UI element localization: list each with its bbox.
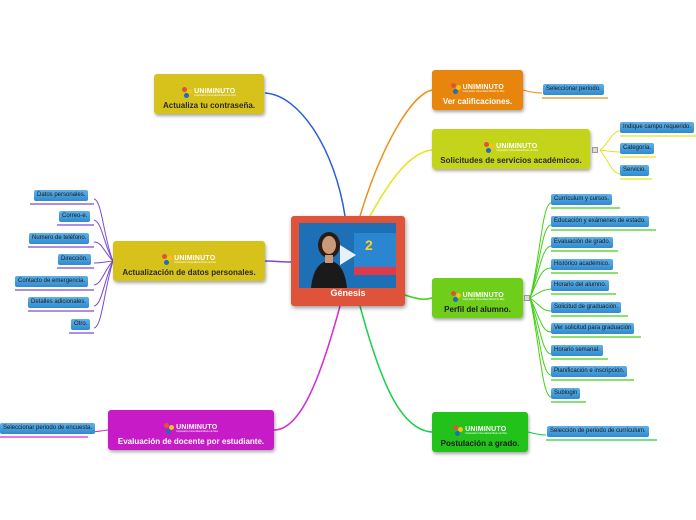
connector-password	[264, 92, 346, 217]
leaf-servicio[interactable]: Servicio.	[620, 165, 650, 176]
connector-eval	[273, 305, 341, 431]
leaf-historico-academico[interactable]: Histórico académico.	[551, 259, 613, 270]
logo-mark-icon	[164, 423, 175, 434]
connector-grades	[359, 89, 433, 217]
connector-degree	[359, 305, 433, 433]
play-icon[interactable]	[340, 245, 356, 265]
connector-personal	[264, 260, 292, 263]
branch-label: Evaluación de docente por estudiante.	[117, 437, 265, 446]
leaf-horario-semanal[interactable]: Horario semanal.	[551, 345, 603, 356]
leaf-horario-alumno[interactable]: Horario del alumno.	[551, 280, 610, 291]
collapse-toggle-profile[interactable]	[524, 295, 530, 301]
leaf-telefono[interactable]: Numero de teléfono.	[29, 233, 90, 244]
video-thumbnail[interactable]: 2	[299, 223, 396, 288]
root-node[interactable]: 2 Génesis	[291, 216, 405, 306]
leaf-contacto-emergencia[interactable]: Contacto de emergencia.	[15, 276, 89, 287]
branch-label: Solicitudes de servicios académicos.	[440, 156, 582, 165]
leaf-educacion-examenes[interactable]: Educación y exámenes de estado.	[551, 216, 649, 227]
leaf-seleccionar-periodo[interactable]: Seleccionar periodo.	[543, 84, 604, 95]
branch-label: Postulación a grado.	[440, 439, 520, 448]
connector-requests	[369, 149, 433, 217]
logo-mark-icon	[450, 291, 461, 302]
leaf-categoria[interactable]: Categoría.	[620, 143, 655, 154]
logo-mark-icon	[162, 254, 173, 265]
leaf-curriculum-cursos[interactable]: Currículum y cursos.	[551, 194, 613, 205]
leaf-correo[interactable]: Correo-e.	[59, 211, 91, 222]
leaf-periodo-curriculum[interactable]: Selección de periodo de currículum.	[547, 426, 649, 437]
branch-label: Actualiza tu contraseña.	[162, 101, 256, 110]
logo-mark-icon	[450, 83, 461, 94]
branch-label: Actualización de datos personales.	[122, 268, 256, 277]
leaf-direccion[interactable]: Dirección.	[58, 254, 91, 265]
leaf-sublogin[interactable]: Sublogin	[551, 388, 581, 399]
leaf-periodo-encuesta[interactable]: Seleccionar periodo de encuesta.	[0, 423, 96, 434]
leaf-ver-solicitud-graduacion[interactable]: Ver solicitud para graduación	[551, 323, 635, 334]
leaf-solicitud-graduacion[interactable]: Solicitud de graduación.	[551, 302, 622, 313]
root-title: Génesis	[330, 288, 366, 298]
collapse-toggle-requests[interactable]	[592, 147, 598, 153]
branch-label: Perfil del alumno.	[444, 305, 511, 314]
leaf-detalles-adicionales[interactable]: Detalles adicionales.	[28, 297, 90, 308]
leaf-planificacion-inscripcion[interactable]: Planificación e inscripción.	[551, 366, 628, 377]
logo-mark-icon	[182, 87, 193, 98]
leaf-campo-requerido[interactable]: Indique campo requerido.	[620, 122, 695, 133]
leaf-evaluacion-grado[interactable]: Evaluación de grado.	[551, 237, 614, 248]
leaf-datos-personales[interactable]: Datos personales.	[34, 190, 89, 201]
video-number: 2	[365, 237, 373, 253]
leaf-otro[interactable]: Otro.	[71, 319, 91, 330]
connector-profile	[404, 294, 433, 300]
branch-label: Ver calificaciones.	[442, 97, 513, 106]
logo-mark-icon	[453, 425, 464, 436]
logo-mark-icon	[484, 142, 495, 153]
